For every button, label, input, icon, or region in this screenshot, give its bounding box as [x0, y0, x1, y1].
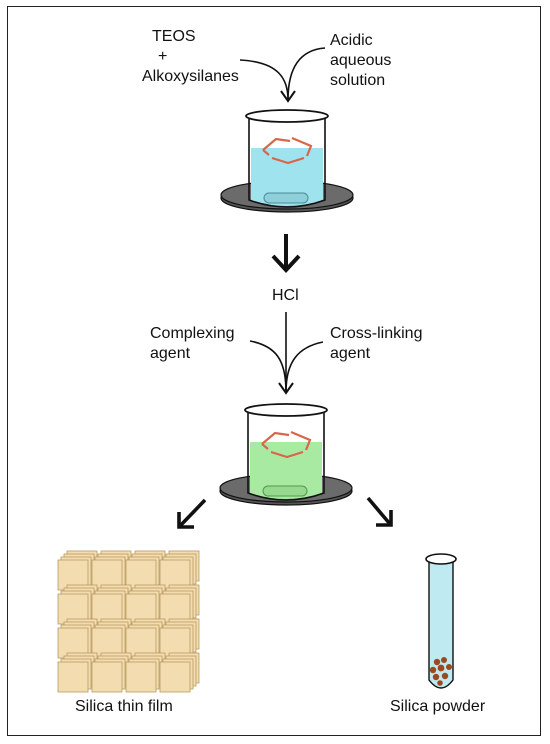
- arrow-to-powder: [366, 496, 393, 527]
- film-tile: [57, 661, 89, 693]
- teos-label: TEOS: [152, 28, 196, 45]
- silica-powder-label: Silica powder: [390, 698, 486, 715]
- plus-label: +: [158, 48, 168, 65]
- aqueous-label: aqueous: [330, 52, 392, 69]
- beaker-2: [219, 403, 353, 506]
- crosslinking-agent-label: agent: [330, 345, 371, 362]
- merge-arrow-2: [249, 312, 324, 395]
- film-tile: [125, 661, 157, 693]
- film-tile: [159, 661, 191, 693]
- alkoxysilanes-label: Alkoxysilanes: [142, 68, 239, 85]
- beaker-1: [220, 109, 354, 213]
- silica-powder-particles: [429, 657, 452, 686]
- arrow-to-film: [177, 498, 207, 529]
- test-tube: [425, 553, 457, 689]
- crosslinking-label: Cross-linking: [330, 325, 423, 342]
- complexing-agent-label: agent: [150, 345, 191, 362]
- solution-2: [250, 442, 322, 499]
- acidic-label: Acidic: [330, 32, 373, 49]
- down-arrow: [271, 234, 301, 273]
- stir-icon-2: [261, 430, 312, 459]
- hcl-label: HCl: [272, 287, 299, 304]
- solution-label: solution: [330, 72, 386, 89]
- silica-thin-film-label: Silica thin film: [75, 698, 173, 715]
- stir-icon-1: [262, 136, 313, 165]
- merge-arrow-1: [239, 47, 326, 103]
- solution-1: [251, 148, 323, 206]
- film-stack: [57, 550, 200, 693]
- complexing-label: Complexing: [150, 325, 235, 342]
- film-tile: [91, 661, 123, 693]
